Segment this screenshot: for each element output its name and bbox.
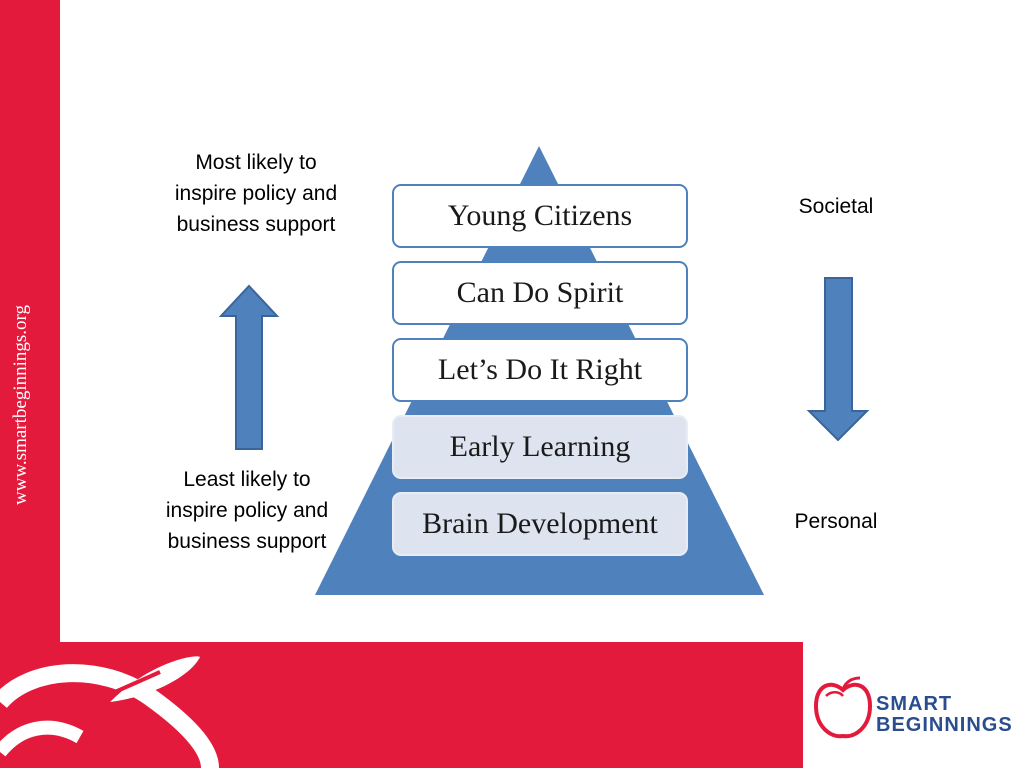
down-arrow-icon	[806, 277, 870, 442]
personal-label: Personal	[794, 510, 878, 533]
pyramid-level-early-learning: Early Learning	[392, 415, 688, 479]
pyramid-level-label: Early Learning	[449, 430, 631, 463]
pyramid-level-brain-development: Brain Development	[392, 492, 688, 556]
apple-logo-icon	[813, 676, 873, 739]
least-likely-label: Least likely to inspire policy and busin…	[165, 468, 329, 553]
pyramid-level-label: Can Do Spirit	[456, 276, 624, 309]
most-likely-label: Most likely to inspire policy and busine…	[174, 151, 338, 236]
pyramid-level-label: Brain Development	[422, 507, 658, 540]
apple-decoration-icon	[0, 656, 219, 768]
pyramid-level-label: Let’s Do It Right	[437, 353, 643, 386]
left-brand-band: www.smartbeginnings.org	[0, 0, 60, 768]
bottom-brand-band	[0, 642, 803, 768]
societal-label: Societal	[798, 195, 874, 218]
pyramid-level-can-do-spirit: Can Do Spirit	[392, 261, 688, 325]
logo-wordmark: SMART BEGINNINGS	[876, 693, 1013, 736]
pyramid-level-label: Young Citizens	[447, 199, 633, 232]
pyramid-level-young-citizens: Young Citizens	[392, 184, 688, 248]
pyramid-level-lets-do-it-right: Let’s Do It Right	[392, 338, 688, 402]
up-arrow-icon	[218, 284, 280, 450]
